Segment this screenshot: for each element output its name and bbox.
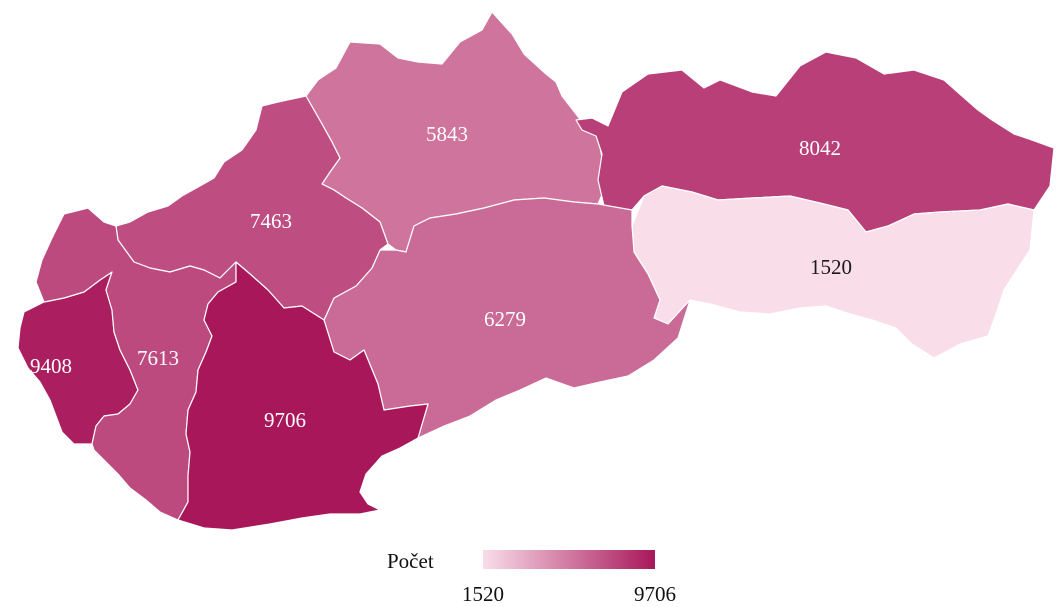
region-label-bratislava: 9408 — [30, 354, 72, 378]
region-label-nitra: 9706 — [264, 408, 306, 432]
region-label-presov: 8042 — [799, 136, 841, 160]
region-label-kosice: 1520 — [810, 255, 852, 279]
legend-min-label: 1520 — [462, 582, 504, 606]
region-label-trencin: 7463 — [250, 209, 292, 233]
legend-max-label: 9706 — [634, 582, 676, 606]
region-nitra — [177, 261, 429, 531]
region-trnava — [35, 207, 237, 521]
region-label-banska-bystrica: 6279 — [484, 307, 526, 331]
region-label-trnava: 7613 — [137, 346, 179, 370]
region-label-zilina: 5843 — [426, 122, 468, 146]
legend-title: Počet — [387, 549, 434, 573]
legend-color-bar — [483, 550, 655, 569]
